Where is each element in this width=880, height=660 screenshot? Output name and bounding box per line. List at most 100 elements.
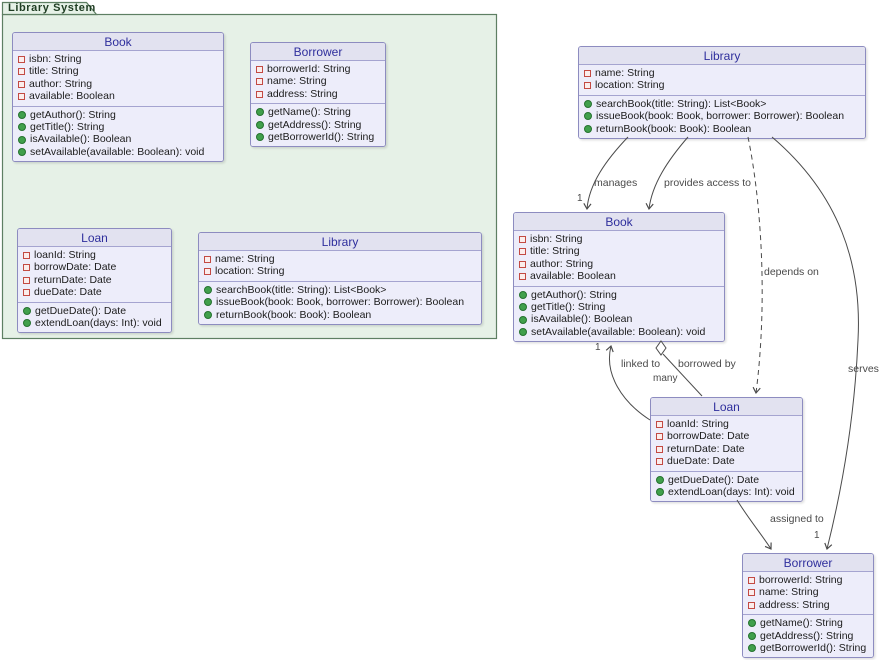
method-text: issueBook(book: Book, borrower: Borrower… (216, 296, 465, 309)
method-text: getAuthor(): String (531, 288, 617, 301)
method-text: getAuthor(): String (30, 108, 116, 121)
field-text: loanId: String (667, 418, 729, 430)
field-text: location: String (215, 265, 285, 278)
method-icon (18, 123, 26, 132)
field-row: title: String (519, 245, 719, 257)
field-icon (584, 82, 591, 90)
method-row: issueBook(book: Book, borrower: Borrower… (204, 296, 476, 308)
field-icon (519, 272, 526, 280)
method-row: getBorrowerId(): String (748, 642, 868, 654)
class-title: Borrower (251, 43, 385, 60)
field-row: dueDate: Date (23, 286, 166, 298)
method-row: getAddress(): String (748, 630, 868, 642)
method-icon (256, 108, 264, 117)
field-icon (18, 92, 25, 100)
method-row: extendLoan(days: Int): void (656, 486, 797, 498)
field-row: dueDate: Date (656, 455, 797, 467)
method-text: extendLoan(days: Int): void (35, 317, 162, 330)
method-icon (584, 124, 592, 133)
method-icon (519, 328, 527, 337)
field-row: address: String (748, 599, 868, 611)
field-text: title: String (530, 245, 580, 258)
field-icon (23, 288, 30, 296)
field-text: address: String (759, 598, 830, 611)
field-row: location: String (204, 265, 476, 277)
method-row: issueBook(book: Book, borrower: Borrower… (584, 110, 860, 122)
method-text: getName(): String (760, 617, 843, 630)
field-text: available: Boolean (29, 90, 115, 103)
method-text: getBorrowerId(): String (268, 131, 375, 144)
method-text: isAvailable(): Boolean (30, 133, 132, 146)
field-text: borrowDate: Date (667, 430, 750, 443)
method-row: extendLoan(days: Int): void (23, 317, 166, 329)
method-row: searchBook(title: String): List<Book> (584, 98, 860, 110)
class-title: Loan (18, 229, 171, 246)
method-text: getName(): String (268, 106, 351, 119)
methods-section: searchBook(title: String): List<Book>iss… (199, 280, 481, 325)
field-icon (519, 235, 526, 243)
field-text: returnDate: Date (34, 273, 112, 286)
field-row: borrowDate: Date (656, 430, 797, 442)
class-title: Library (199, 233, 481, 250)
method-icon (204, 286, 212, 295)
field-text: available: Boolean (530, 270, 616, 283)
method-icon (256, 120, 264, 129)
field-text: name: String (267, 75, 327, 88)
method-icon (23, 306, 31, 315)
field-icon (204, 268, 211, 276)
method-row: getBorrowerId(): String (256, 131, 380, 143)
method-row: getName(): String (256, 106, 380, 118)
field-icon (748, 589, 755, 597)
field-icon (256, 65, 263, 73)
method-row: getTitle(): String (18, 121, 218, 133)
method-row: searchBook(title: String): List<Book> (204, 284, 476, 296)
field-text: location: String (595, 79, 665, 92)
field-row: author: String (18, 78, 218, 90)
field-text: name: String (759, 586, 819, 599)
field-row: name: String (748, 586, 868, 598)
method-icon (519, 303, 527, 312)
field-row: author: String (519, 258, 719, 270)
method-text: getTitle(): String (30, 121, 105, 134)
field-icon (204, 255, 211, 263)
method-row: getDueDate(): Date (656, 474, 797, 486)
field-text: borrowDate: Date (34, 261, 117, 274)
method-icon (656, 488, 664, 497)
method-icon (18, 110, 26, 119)
method-icon (584, 112, 592, 121)
method-row: getTitle(): String (519, 301, 719, 313)
field-row: borrowerId: String (256, 63, 380, 75)
field-text: title: String (29, 65, 79, 78)
method-icon (256, 133, 264, 142)
class-title: Loan (651, 398, 802, 415)
field-icon (748, 576, 755, 584)
class-title: Book (514, 213, 724, 230)
method-row: setAvailable(available: Boolean): void (519, 326, 719, 338)
field-row: loanId: String (656, 418, 797, 430)
method-text: returnBook(book: Book): Boolean (596, 122, 752, 135)
field-icon (656, 420, 663, 428)
method-text: getAddress(): String (760, 629, 854, 642)
method-text: getBorrowerId(): String (760, 642, 867, 655)
method-row: getName(): String (748, 617, 868, 629)
method-text: setAvailable(available: Boolean): void (30, 145, 205, 158)
class-title: Borrower (743, 554, 873, 571)
method-row: isAvailable(): Boolean (519, 313, 719, 325)
field-text: borrowerId: String (267, 63, 351, 75)
method-row: returnBook(book: Book): Boolean (584, 123, 860, 135)
method-row: returnBook(book: Book): Boolean (204, 309, 476, 321)
field-icon (256, 90, 263, 98)
field-text: loanId: String (34, 249, 96, 261)
method-icon (18, 148, 26, 157)
